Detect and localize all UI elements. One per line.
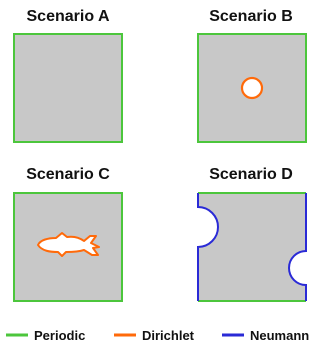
panel-title-a: Scenario A	[27, 8, 110, 25]
scenario-b-panel	[197, 33, 307, 143]
scenario-d-left-wall	[197, 193, 219, 301]
panel-title-d: Scenario D	[209, 166, 293, 183]
scenario-a-domain	[13, 33, 123, 143]
scenario-a-panel	[13, 33, 123, 143]
legend-dirichlet-label: Dirichlet	[142, 328, 195, 343]
scenario-d-panel	[197, 192, 307, 302]
legend: Periodic Dirichlet Neumann	[6, 328, 309, 343]
panel-title-c: Scenario C	[26, 166, 110, 183]
legend-periodic-label: Periodic	[34, 328, 85, 343]
scenario-c-fish-obstacle	[37, 232, 100, 257]
panel-title-b: Scenario B	[209, 8, 293, 25]
scenario-d-domain	[198, 193, 306, 301]
scenario-c-panel	[13, 192, 123, 302]
scenario-b-circle-obstacle	[240, 76, 264, 100]
legend-neumann-label: Neumann	[250, 328, 309, 343]
scenario-d-right-wall	[288, 193, 307, 301]
